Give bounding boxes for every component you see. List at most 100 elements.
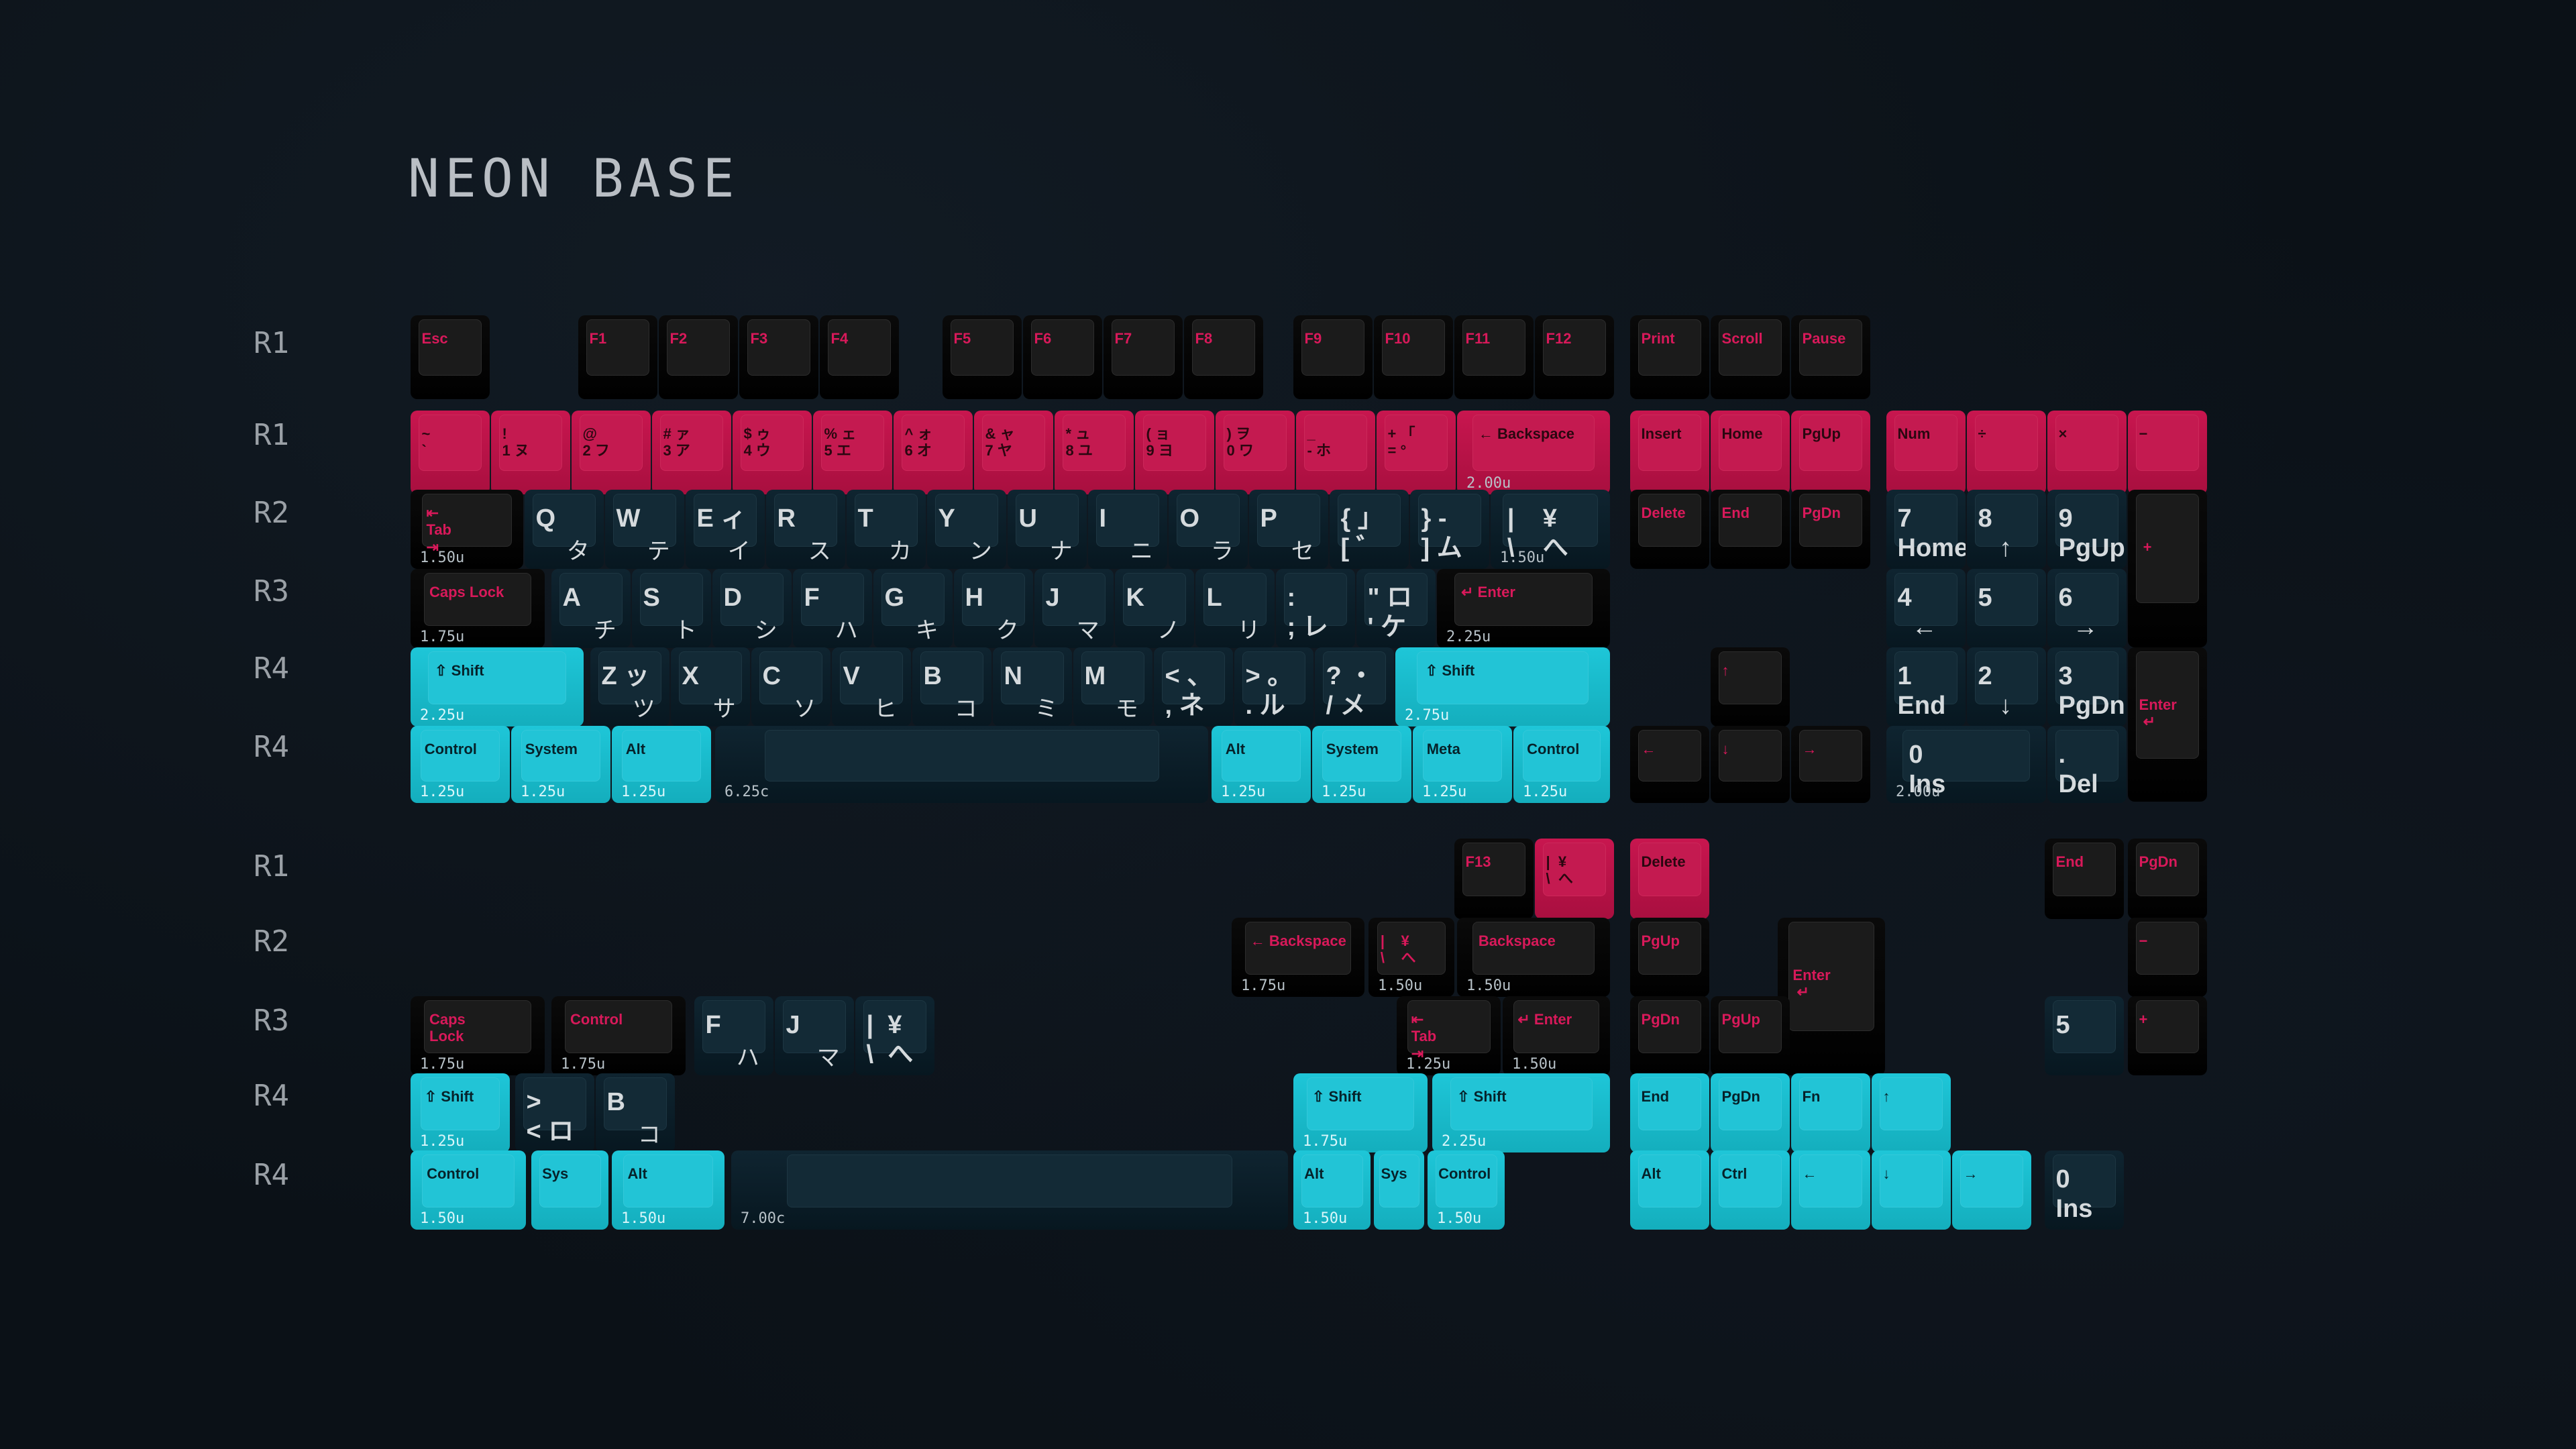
keycap-right[interactable]: → [1791, 726, 1870, 803]
keycap-x_np5[interactable]: 5 [2045, 996, 2124, 1075]
keycap-x_np0[interactable]: 0 Ins [2045, 1150, 2124, 1230]
keycap-num[interactable]: Num [1886, 411, 1966, 494]
keycap-x_iso[interactable]: > < ロ [515, 1073, 594, 1152]
keycap-x_upcyan[interactable]: ↑ [1872, 1073, 1951, 1152]
keycap-np4[interactable]: 4 ← [1886, 569, 1966, 648]
keycap-x_numminus[interactable]: − [2128, 918, 2207, 997]
keycap-x_end[interactable]: End [2045, 839, 2124, 919]
keycap-np3[interactable]: 3 PgDn [2047, 647, 2127, 727]
keycap-comma[interactable]: < 、 , ネ [1154, 647, 1233, 727]
keycap-semicolon[interactable]: : ; レ [1276, 569, 1355, 648]
keycap-minus[interactable]: _ - ホ [1296, 411, 1375, 494]
keycap-f5[interactable]: F5 [943, 315, 1022, 399]
keycap-pgup[interactable]: PgUp [1791, 411, 1870, 494]
keycap-x_ctrlcyan[interactable]: Ctrl [1711, 1150, 1790, 1230]
keycap-x_altcyan[interactable]: Alt [1630, 1150, 1709, 1230]
keycap-x_leftcyan[interactable]: ← [1791, 1150, 1870, 1230]
keycap-np7[interactable]: 7 Home [1886, 490, 1966, 569]
keycap-npplus[interactable]: + [2128, 490, 2207, 647]
keycap-space[interactable]: 6.25c [715, 726, 1208, 803]
keycap-grave[interactable]: ~ ` [411, 411, 490, 494]
keycap-x_pgdn2[interactable]: PgDn [1630, 996, 1709, 1075]
keycap-period[interactable]: > 。 . ル [1234, 647, 1313, 727]
keycap-x_delete[interactable]: Delete [1630, 839, 1709, 919]
keycap-np2[interactable]: 2 ↓ [1967, 647, 2046, 727]
keycap-n3[interactable]: # ァ 3 ア [652, 411, 731, 494]
keycap-multiply[interactable]: × [2047, 411, 2127, 494]
keycap-n8[interactable]: * ュ 8 ユ [1055, 411, 1134, 494]
keycap-x_fn[interactable]: Fn [1791, 1073, 1870, 1152]
keycap-f3[interactable]: F3 [739, 315, 818, 399]
keycap-home[interactable]: Home [1711, 411, 1790, 494]
keycap-insert[interactable]: Insert [1630, 411, 1709, 494]
keycap-z[interactable]: Z ッツ [590, 647, 669, 727]
keycap-x_yen[interactable]: | ¥ \ へ [1535, 839, 1614, 919]
keycap-n7[interactable]: & ャ 7 ヤ [974, 411, 1053, 494]
keycap-x_pgup2[interactable]: PgUp [1711, 996, 1790, 1075]
keycap-x_npplus[interactable]: + [2128, 996, 2207, 1075]
keycap-x_pgdncyan[interactable]: PgDn [1711, 1073, 1790, 1152]
keycap-np9[interactable]: 9 PgUp [2047, 490, 2127, 569]
keycap-f2[interactable]: F2 [659, 315, 738, 399]
keycap-n9[interactable]: ( ョ 9 ヨ [1135, 411, 1214, 494]
keycap-numminus[interactable]: − [2128, 411, 2207, 494]
keycap-f11[interactable]: F11 [1454, 315, 1534, 399]
keycap-n6[interactable]: ^ ォ 6 オ [894, 411, 973, 494]
keycap-rbracket[interactable]: } - ] ム [1410, 490, 1489, 569]
keycap-n4[interactable]: $ ゥ 4 ウ [733, 411, 812, 494]
keycap-np8[interactable]: 8 ↑ [1967, 490, 2046, 569]
keycap-n1[interactable]: ! 1 ヌ [491, 411, 570, 494]
keycap-scroll[interactable]: Scroll [1711, 315, 1790, 399]
keycap-end[interactable]: End [1711, 490, 1790, 569]
keycap-pause[interactable]: Pause [1791, 315, 1870, 399]
keycap-n0[interactable]: ) ヲ 0 ワ [1216, 411, 1295, 494]
keycap-f12[interactable]: F12 [1535, 315, 1614, 399]
keycap-up[interactable]: ↑ [1711, 647, 1790, 727]
keycap-print[interactable]: Print [1630, 315, 1709, 399]
keycap-np5[interactable]: 5 [1967, 569, 2046, 648]
keycap-f10[interactable]: F10 [1374, 315, 1453, 399]
keycap-x_rsys[interactable]: Sys [1374, 1150, 1424, 1230]
